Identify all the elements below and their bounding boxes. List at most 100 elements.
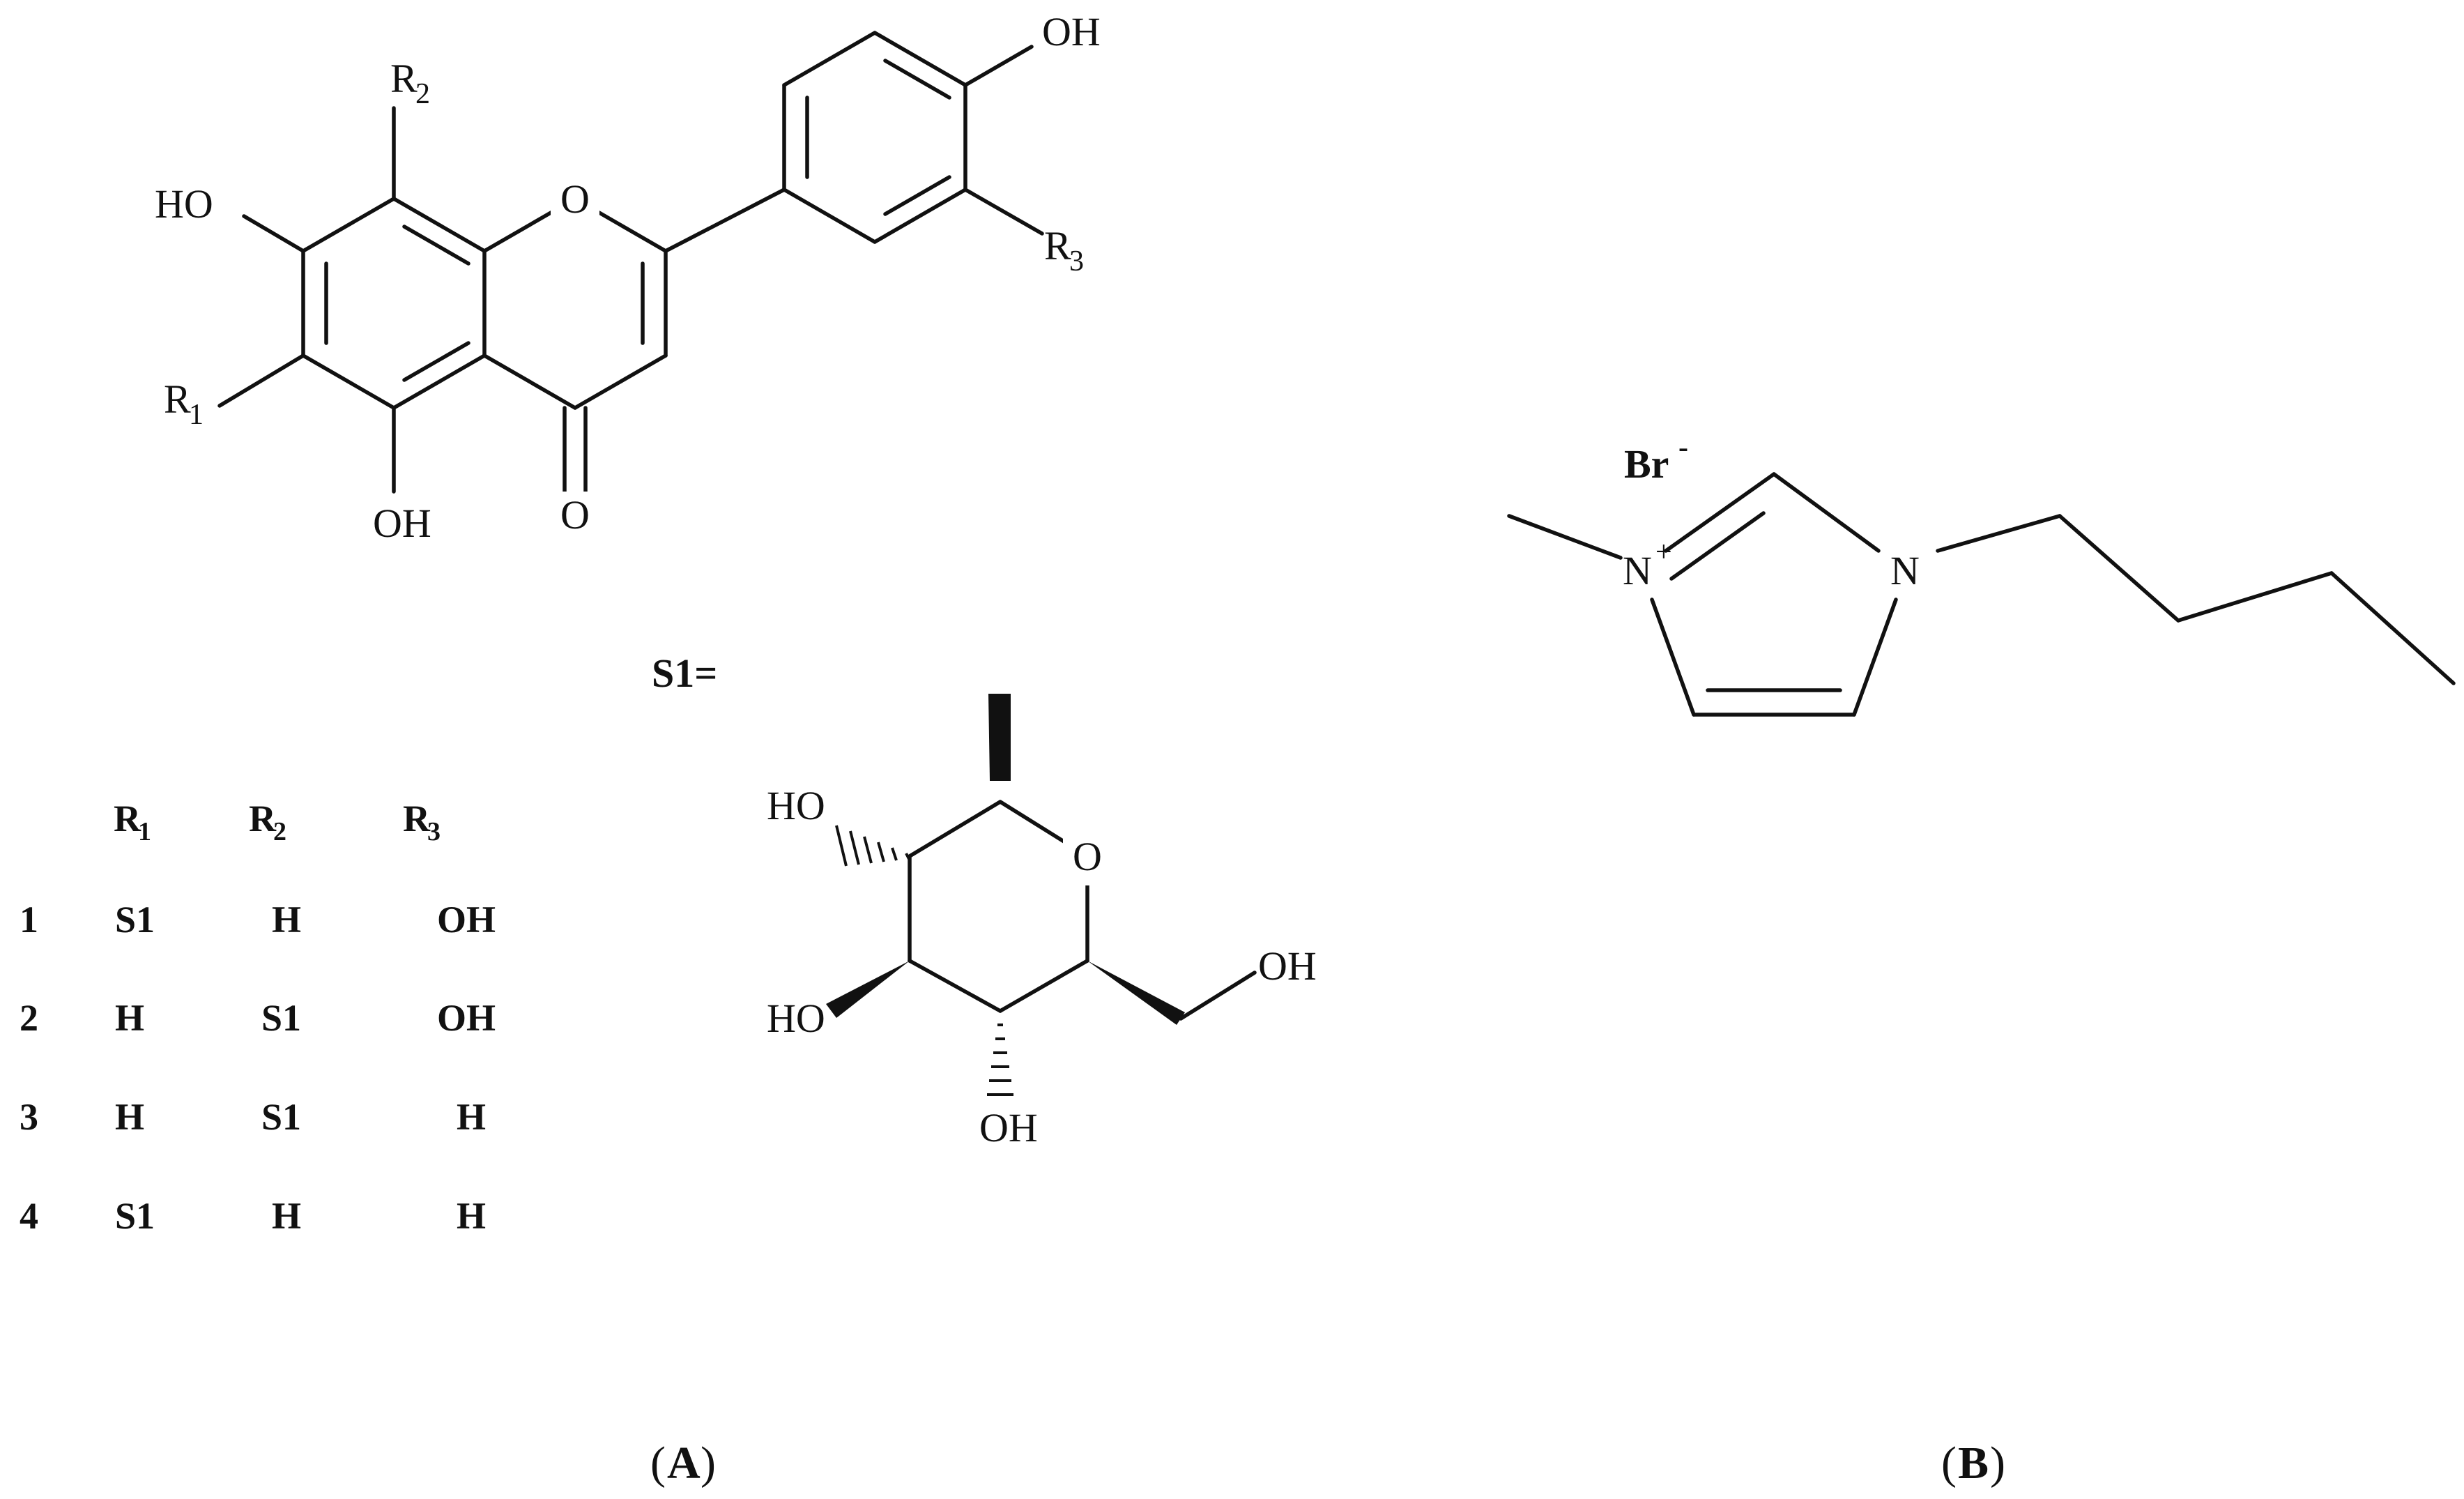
sugar-oh-bottom: OH [979,1105,1038,1150]
oh-c5: OH [373,501,431,546]
double-bond-b-3 [883,175,951,216]
substituent-table: R 1 R 2 R 3 1 S1 H OH 2 H S1 OH 3 H S1 H [20,798,496,1237]
oh-4prime: OH [1042,9,1101,54]
bond-c5-n1 [1650,598,1696,717]
svg-text:R: R [390,56,418,101]
table-row: 3 H S1 H [20,1096,486,1138]
svg-text:R: R [249,798,277,839]
row-r2: S1 [261,997,301,1039]
bond-n3-butyl [1936,514,2062,553]
bond-butyl-1 [2058,514,2180,623]
row-r1: S1 [115,1195,155,1237]
row-r1: H [115,997,144,1039]
svg-text:3: 3 [427,817,441,846]
bond-b-ring-2 [782,31,877,87]
row-id: 2 [20,997,38,1039]
row-r2: H [272,1195,301,1237]
sugar-structure: O HO HO OH OH [767,694,1317,1150]
svg-text:2: 2 [415,78,430,110]
svg-text:-: - [1678,432,1688,464]
caption-b: ( B ) [1941,1438,2005,1489]
wedge-bond-c3-oh [826,961,910,1018]
flavone-ring-oxygen: O [560,176,590,222]
bond-methyl-n1 [1507,514,1623,560]
row-r3: OH [437,899,496,941]
row-r2: S1 [261,1096,301,1138]
row-r3: OH [437,997,496,1039]
bond-n1-c2 [1664,472,1776,553]
bond-butyl-2 [2176,571,2334,623]
hash-bond-c4-oh [987,1024,1013,1096]
svg-text:R: R [164,376,191,422]
row-id: 1 [20,899,38,941]
row-id: 3 [20,1096,38,1138]
hash-bond-c2-oh [835,825,910,867]
table-header-r2: R 2 [249,798,286,846]
row-r2: H [272,899,301,941]
svg-text:R: R [403,798,431,839]
table-header-r1: R 1 [114,798,151,846]
svg-text:): ) [1990,1438,2005,1489]
svg-text:): ) [701,1438,716,1489]
table-row: 4 S1 H H [20,1195,486,1237]
svg-text:N: N [1623,548,1652,593]
sugar-ring-oxygen: O [1073,834,1102,879]
row-id: 4 [20,1195,38,1237]
svg-text:R: R [1044,223,1071,268]
svg-text:A: A [667,1438,701,1489]
double-bond-c4a-c5 [402,341,470,382]
double-bond-n1-c2 [1669,511,1766,581]
bond-c4-c3 [908,959,1002,1013]
table-row: 2 H S1 OH [20,997,496,1039]
n-plus-label: N + [1623,536,1672,593]
double-bond-b-2 [883,59,951,100]
svg-text:B: B [1958,1438,1989,1489]
table-row: 1 S1 H OH [20,899,496,941]
bond-c3prime-r3 [963,188,1044,236]
bond-c5-c4 [998,959,1089,1013]
bond-c7-c8 [301,197,396,253]
svg-text:3: 3 [1069,245,1084,277]
double-bond-c8-c8a [402,225,470,266]
svg-text:+: + [1655,536,1672,568]
bond-c8-c8a [392,197,487,253]
svg-text:1: 1 [189,399,204,431]
bond-c5-c6 [301,353,396,410]
bond-c2-c1 [908,800,1002,858]
bond-c4a-c5 [392,353,487,410]
wedge-bond-top [988,694,1011,781]
s1-label: S1= [652,650,717,696]
table-header-r3: R 3 [403,798,441,846]
n-label: N [1890,548,1920,593]
ho-c7: HO [155,181,213,227]
row-r3: H [457,1195,486,1237]
bond-c2-n3 [1772,472,1881,553]
bond-butyl-3 [2329,571,2456,685]
bond-c2-c1prime [664,188,786,253]
row-r1: H [115,1096,144,1138]
svg-text:1: 1 [138,817,151,846]
bond-ch2-oh [1179,971,1257,1021]
r3-label: R 3 [1044,223,1084,277]
bromide-anion-label: Br - [1624,432,1688,487]
bond-c3-c4 [573,353,668,410]
carbonyl-oxygen: O [560,492,590,538]
bond-b-ring-5 [873,188,967,244]
svg-text:(: ( [1941,1438,1957,1489]
bond-n3-c4 [1852,598,1898,717]
svg-text:R: R [114,798,141,839]
bond-c4prime-oh [963,45,1034,87]
imidazolium-structure: N + N Br - [1507,432,2456,717]
bond-b-ring-6 [782,188,877,244]
sugar-oh-right: OH [1258,943,1317,989]
r1-label: R 1 [164,376,204,431]
bond-c4-c4a [482,353,577,410]
svg-text:2: 2 [273,817,286,846]
bond-b-ring-3 [873,31,967,87]
sugar-ho-top: HO [767,783,825,828]
r2-label: R 2 [390,56,430,110]
bond-c7-oh [242,214,305,253]
caption-a: ( A ) [650,1438,716,1489]
sugar-ho-left: HO [767,996,825,1041]
